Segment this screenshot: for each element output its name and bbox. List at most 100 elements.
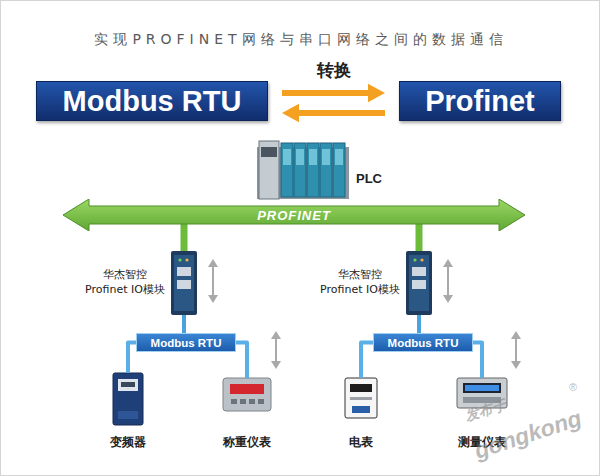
- weighing-indicator-icon: [258, 399, 264, 404]
- node-label: PROFINET: [257, 208, 331, 223]
- power-meter-icon: [350, 397, 372, 400]
- io-module: [406, 251, 432, 315]
- connector-line: [236, 343, 247, 379]
- io-module-node: 华杰智控 Profinet IO模块: [406, 251, 432, 315]
- device-label: 称重仪表: [223, 434, 271, 451]
- connector: [128, 343, 136, 374]
- io-module: [178, 258, 181, 261]
- connector-line: [417, 315, 421, 333]
- power-meter-icon: [350, 384, 372, 392]
- io-module: [409, 255, 429, 311]
- watermark: ®: [569, 381, 577, 393]
- weighing-indicator-icon: [231, 399, 237, 404]
- measuring-instrument-icon: [463, 383, 501, 393]
- connector: [184, 315, 185, 333]
- plc-rack: [335, 149, 343, 165]
- io-module: [171, 251, 197, 315]
- plc-rack: [309, 149, 317, 165]
- protocol-box: Profinet: [399, 81, 561, 121]
- plc-node: PLC: [259, 141, 347, 199]
- edge-label: 转换: [317, 59, 351, 82]
- connector: [419, 224, 420, 251]
- data-flow-arrow: [208, 259, 218, 267]
- plc-rack: [283, 149, 291, 165]
- node-label: PLC: [356, 171, 382, 186]
- device-node: 电表: [345, 378, 377, 418]
- plc-rack: [294, 143, 306, 197]
- power-meter-icon: [352, 406, 370, 413]
- connector: [473, 343, 482, 379]
- data-flow-arrow: [511, 361, 521, 369]
- power-meter-icon: [345, 378, 377, 418]
- connector-line: [128, 343, 136, 374]
- weighing-indicator-icon: [230, 384, 264, 394]
- io-module: [420, 258, 423, 261]
- diagram-title: 实现PROFINET网络与串口网络之间的数据通信: [1, 31, 600, 49]
- plc-rack: [296, 149, 304, 165]
- data-flow-arrow: [511, 331, 521, 339]
- connector: [184, 224, 185, 251]
- fieldbus-bar: Modbus RTU: [373, 333, 473, 352]
- measuring-instrument-icon: [465, 385, 499, 391]
- node-label: Modbus RTU: [151, 337, 222, 349]
- node-label: 华杰智控 Profinet IO模块: [85, 267, 165, 297]
- protocol-name: Profinet: [425, 85, 535, 118]
- plc-rack: [320, 143, 332, 197]
- arrow-shaft: [282, 90, 373, 96]
- connector-line: [361, 343, 373, 379]
- fieldbus-bar: Modbus RTU: [136, 333, 236, 352]
- io-module: [177, 280, 191, 289]
- plc-rack: [333, 143, 345, 197]
- device-node: 称重仪表: [223, 378, 271, 411]
- conversion-arrows: [282, 84, 385, 123]
- io-module: [174, 255, 194, 311]
- inverter-icon: [118, 411, 138, 419]
- data-flow-arrow: [275, 335, 277, 365]
- arrow-shaft: [294, 110, 385, 116]
- inverter-icon: [113, 373, 143, 425]
- node-label: Modbus RTU: [388, 337, 459, 349]
- data-flow-arrow: [443, 295, 453, 303]
- weighing-indicator-icon: [249, 399, 255, 404]
- connector-line: [181, 224, 188, 251]
- plc-rack: [261, 147, 277, 157]
- inverter-icon: [121, 382, 135, 387]
- weighing-indicator-icon: [223, 378, 271, 411]
- io-module-node: 华杰智控 Profinet IO模块: [171, 251, 197, 315]
- data-flow-arrow: [208, 259, 521, 369]
- connector-line: [473, 343, 482, 379]
- connector-line: [182, 315, 186, 333]
- weighing-indicator-icon: [240, 399, 246, 404]
- io-module: [412, 280, 426, 289]
- io-module: [413, 258, 416, 261]
- data-flow-arrow: [447, 263, 449, 299]
- device-label: 电表: [349, 434, 373, 451]
- bus-arrow-shape: [63, 199, 525, 231]
- device-label: 变频器: [110, 434, 146, 451]
- connector: [236, 343, 247, 379]
- protocol-box: Modbus RTU: [36, 81, 268, 121]
- plc-rack: [322, 149, 330, 165]
- protocol-name: Modbus RTU: [63, 85, 242, 118]
- data-flow-arrow: [271, 331, 281, 339]
- node-label: 华杰智控 Profinet IO模块: [320, 267, 400, 297]
- connector-line: [416, 224, 423, 251]
- plc-rack: [307, 143, 319, 197]
- arrow-head: [282, 104, 299, 123]
- io-module: [406, 251, 432, 315]
- plc-rack: [257, 141, 349, 199]
- io-module: [171, 251, 197, 315]
- connector: [419, 315, 420, 333]
- io-module: [185, 258, 188, 261]
- data-flow-arrow: [208, 295, 218, 303]
- weighing-indicator-icon: [223, 378, 271, 411]
- data-flow-arrow: [443, 259, 453, 267]
- device-node: 变频器: [113, 373, 143, 425]
- network-bus: PROFINET: [63, 199, 525, 231]
- connector: [361, 343, 373, 379]
- io-module: [177, 267, 191, 276]
- inverter-icon: [118, 379, 138, 391]
